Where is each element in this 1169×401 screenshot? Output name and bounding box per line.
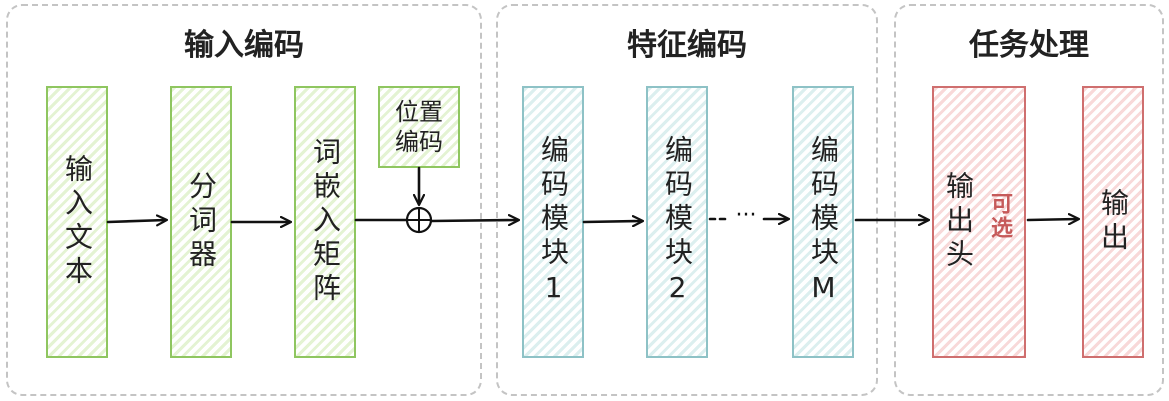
embedding-matrix-label: 词嵌入矩阵 bbox=[309, 137, 342, 307]
encoder-block-1: 编码模块1 bbox=[522, 86, 584, 358]
ellipsis-label: ··· bbox=[736, 203, 757, 228]
arrow-input-to-tokenizer bbox=[106, 220, 166, 222]
output-label: 输出 bbox=[1097, 188, 1130, 256]
encoder-block-2-label: 编码模块2 bbox=[661, 134, 694, 310]
positional-encoding-label-line2: 编码 bbox=[395, 128, 443, 156]
encoder-block-1-label: 编码模块1 bbox=[537, 134, 570, 310]
tokenizer-block: 分词器 bbox=[170, 86, 232, 358]
arrow-output-head-to-output bbox=[1026, 219, 1078, 220]
output-head-block: 输出头 可选 bbox=[932, 86, 1026, 358]
output-head-label: 输出头 bbox=[942, 171, 975, 273]
group-task-processing: 任务处理 bbox=[894, 4, 1164, 396]
group-title-feature-encoding: 特征编码 bbox=[627, 28, 747, 63]
group-feature-encoding: 特征编码 bbox=[496, 4, 878, 396]
arrow-adder-to-encoder-1 bbox=[429, 220, 518, 221]
encoder-block-m: 编码模块M bbox=[792, 86, 854, 358]
embedding-matrix-block: 词嵌入矩阵 bbox=[294, 86, 356, 358]
group-input-encoding: 输入编码 bbox=[6, 4, 482, 396]
encoder-block-2: 编码模块2 bbox=[646, 86, 708, 358]
positional-encoding-label-line1: 位置 bbox=[395, 98, 443, 126]
arrow-encoder-1-to-encoder-2 bbox=[582, 221, 642, 222]
output-block: 输出 bbox=[1082, 86, 1144, 358]
tokenizer-label: 分词器 bbox=[185, 171, 218, 273]
group-title-task-processing: 任务处理 bbox=[969, 28, 1089, 63]
group-title-input-encoding: 输入编码 bbox=[184, 28, 304, 63]
output-head-optional-label: 可选 bbox=[987, 192, 1012, 240]
input-text-label: 输入文本 bbox=[61, 154, 94, 290]
encoder-block-m-label: 编码模块M bbox=[807, 134, 840, 310]
